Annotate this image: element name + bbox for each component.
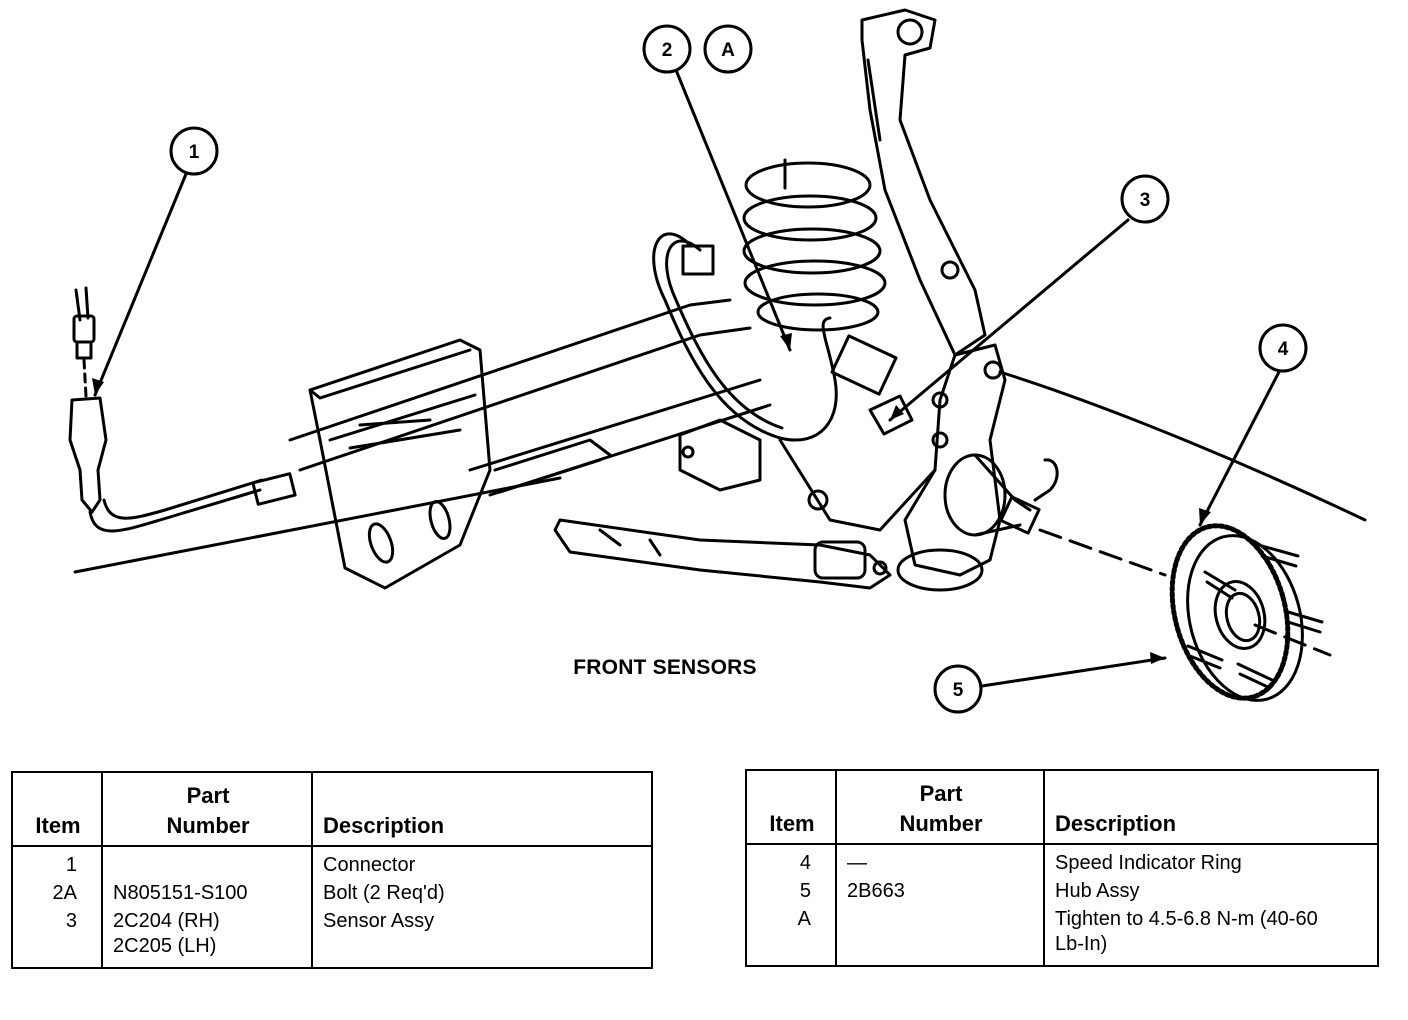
header-description: Description: [1043, 770, 1378, 844]
part-number-cell: 2C204 (RH) 2C205 (LH): [101, 908, 312, 968]
mounting-bracket: [308, 338, 492, 590]
svg-text:3: 3: [1140, 190, 1151, 211]
description-cell: Hub Assy: [1043, 878, 1378, 907]
header-item: Item: [35, 813, 81, 838]
item-cell: 3: [65, 910, 77, 933]
leader-arrowheads: [92, 333, 1211, 664]
table-row: 4 — Speed Indicator Ring: [746, 844, 1378, 879]
part-number-cell: N805151-S100: [101, 880, 312, 909]
frame-rail: [288, 298, 772, 497]
lower-arm: [553, 418, 937, 590]
header-part-number: Part Number: [835, 770, 1044, 844]
callout-1: 1: [169, 126, 219, 176]
part-number-cell: [101, 846, 312, 881]
suspension-diagram: 1 2 A 3 4 5: [68, 8, 1367, 714]
callout-4: 4: [1258, 323, 1308, 373]
header-part-number: Part Number: [101, 772, 312, 846]
svg-text:5: 5: [953, 680, 964, 701]
header-description: Description: [311, 772, 652, 846]
callout-3: 3: [1120, 174, 1170, 224]
hub-axis-line: [998, 370, 1367, 522]
part-number-cell: [835, 906, 1044, 966]
table-row: 5 2B663 Hub Assy: [746, 878, 1378, 907]
steering-knuckle: [896, 343, 1059, 592]
table-row: 3 2C204 (RH) 2C205 (LH) Sensor Assy: [12, 908, 652, 968]
item-cell: A: [797, 908, 811, 931]
upper-arm: [860, 8, 987, 357]
header-item: Item: [769, 811, 815, 836]
description-cell: Sensor Assy: [311, 908, 652, 968]
item-cell: 2A: [52, 882, 77, 905]
callout-5: 5: [933, 664, 983, 714]
description-cell: Tighten to 4.5-6.8 N-m (40-60 Lb-In): [1043, 906, 1378, 966]
callout-a: A: [703, 24, 753, 74]
description-cell: Speed Indicator Ring: [1043, 844, 1378, 879]
svg-text:1: 1: [189, 142, 200, 163]
description-cell: Bolt (2 Req'd): [311, 880, 652, 909]
table-row: 2A N805151-S100 Bolt (2 Req'd): [12, 880, 652, 909]
table-header-row: Item Part Number Description: [12, 772, 652, 846]
part-number-cell: 2B663: [835, 878, 1044, 907]
item-cell: 5: [799, 880, 811, 903]
connector-assembly: [68, 286, 297, 533]
part-number-cell: —: [835, 844, 1044, 879]
sensor-cable: [652, 232, 914, 442]
hub-assembly: [1169, 523, 1324, 702]
table-row: 1 Connector: [12, 846, 652, 881]
table-row: A Tighten to 4.5-6.8 N-m (40-60 Lb-In): [746, 906, 1378, 966]
svg-text:4: 4: [1278, 339, 1289, 360]
item-cell: 4: [799, 852, 811, 874]
parts-table-left: Item Part Number Description 1 Connector…: [11, 771, 653, 969]
callout-2: 2: [642, 24, 692, 74]
svg-text:A: A: [721, 40, 735, 61]
table-header-row: Item Part Number Description: [746, 770, 1378, 844]
diagram-caption: FRONT SENSORS: [573, 656, 757, 679]
leader-lines: [93, 68, 1282, 688]
coil-spring: [742, 158, 887, 332]
svg-text:2: 2: [662, 40, 673, 61]
description-cell: Connector: [311, 846, 652, 881]
axis-centerline: [1038, 528, 1167, 577]
parts-table-right: Item Part Number Description 4 — Speed I…: [745, 769, 1379, 967]
item-cell: 1: [65, 854, 77, 876]
